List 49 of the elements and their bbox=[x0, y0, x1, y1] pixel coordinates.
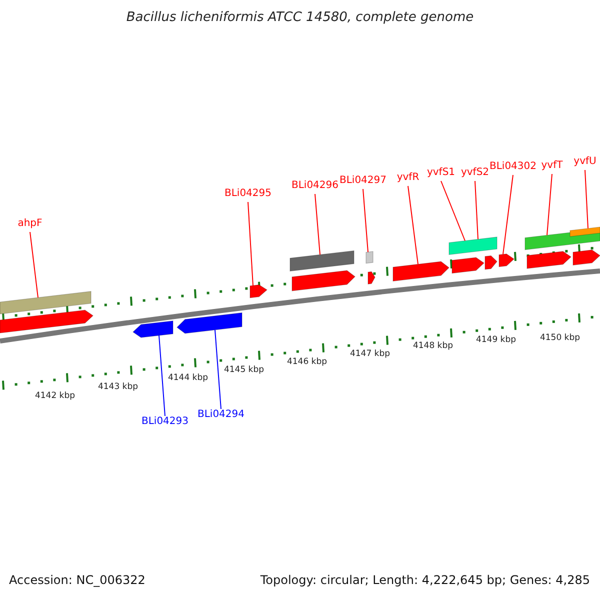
gene-block bbox=[0, 310, 94, 334]
feature-bar bbox=[448, 236, 498, 255]
leader-line bbox=[314, 194, 320, 256]
scale-label: 4142 kbp bbox=[34, 392, 76, 400]
scale-label: 4144 kbp bbox=[168, 374, 208, 382]
gene-block bbox=[176, 312, 242, 334]
footer-text: Topology: circular; Length: 4,222,645 bp; Genes: 4,285 bbox=[260, 574, 590, 586]
feature-bar bbox=[290, 250, 354, 272]
scale-label: 4148 kbp bbox=[412, 342, 454, 350]
scale-label: 4146 kbp bbox=[286, 358, 328, 366]
gene-label: yvfR bbox=[396, 173, 420, 183]
gene-block bbox=[392, 261, 450, 282]
gene-label: BLi04295 bbox=[224, 189, 272, 199]
scale-label: 4150 kbp bbox=[540, 334, 580, 342]
gene-label: BLi04293 bbox=[141, 417, 189, 427]
gene-label: BLi04294 bbox=[197, 410, 245, 420]
title: Bacillus licheniformis ATCC 14580, complete genome bbox=[126, 11, 474, 24]
leader-line bbox=[502, 174, 514, 255]
gene-block bbox=[368, 271, 376, 284]
feature-bar bbox=[570, 226, 600, 237]
scale-label: 4147 kbp bbox=[350, 350, 390, 358]
gene-label: yvfT bbox=[541, 161, 563, 171]
leader-line bbox=[546, 174, 552, 236]
footer-text: Accession: NC_006322 bbox=[9, 574, 146, 586]
gene-block bbox=[250, 284, 268, 298]
leader-line bbox=[474, 180, 478, 240]
leader-line bbox=[214, 329, 222, 410]
gene-label: yvfS2 bbox=[460, 168, 490, 178]
gene-block bbox=[132, 320, 174, 338]
gene-label: BLi04296 bbox=[291, 181, 339, 191]
leader-line bbox=[362, 188, 368, 253]
feature-bar bbox=[0, 291, 92, 314]
gene-label: BLi04302 bbox=[489, 162, 537, 172]
leader-line bbox=[440, 180, 466, 242]
leader-line bbox=[158, 334, 166, 416]
gene-block bbox=[498, 254, 514, 268]
scale-label: 4145 kbp bbox=[224, 366, 264, 374]
feature-bar bbox=[366, 251, 374, 264]
leader-line bbox=[30, 232, 38, 298]
gene-label: ahpF bbox=[18, 219, 42, 229]
scale-label: 4149 kbp bbox=[476, 336, 516, 344]
leader-line bbox=[408, 186, 418, 265]
leader-line bbox=[584, 170, 588, 229]
gene-label: yvfU bbox=[574, 157, 596, 167]
leader-line bbox=[248, 202, 254, 286]
gene-label: yvfS1 bbox=[426, 168, 456, 178]
gene-block bbox=[292, 270, 356, 292]
gene-label: BLi04297 bbox=[339, 176, 387, 186]
scale-label: 4143 kbp bbox=[98, 383, 138, 392]
